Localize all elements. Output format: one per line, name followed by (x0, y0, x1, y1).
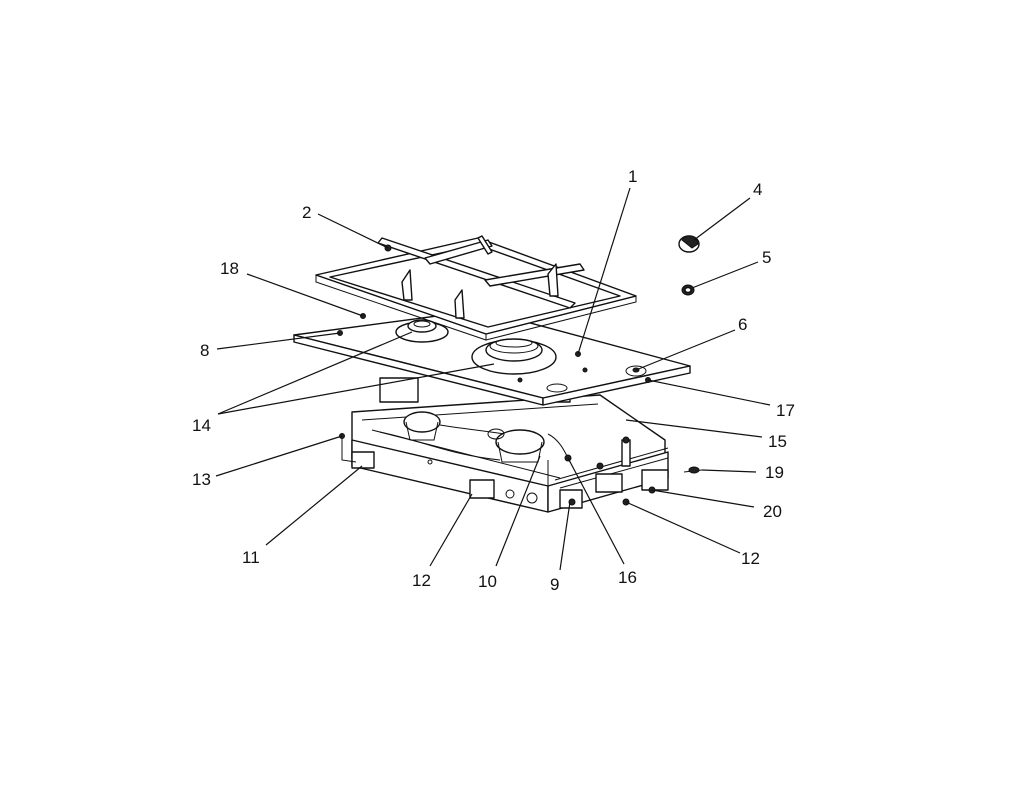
callout-1: 1 (628, 167, 637, 186)
callout-15: 15 (768, 432, 787, 451)
callout-6: 6 (738, 315, 747, 334)
callout-9: 9 (550, 575, 559, 594)
callout-8: 8 (200, 341, 209, 360)
callout-2: 2 (302, 203, 311, 222)
callout-14: 14 (192, 416, 211, 435)
callout-20: 20 (763, 502, 782, 521)
callout-12-left: 12 (412, 571, 431, 590)
knob-spring (681, 284, 695, 296)
callout-labels: 1 2 4 5 6 18 8 17 14 15 13 19 20 12 11 1… (192, 167, 795, 594)
callout-19: 19 (765, 463, 784, 482)
hob-top-plate (293, 309, 691, 406)
callout-13: 13 (192, 470, 211, 489)
callout-17: 17 (776, 401, 795, 420)
base-tray (339, 377, 669, 513)
callout-16: 16 (618, 568, 637, 587)
callout-11: 11 (242, 548, 260, 567)
callout-18: 18 (220, 259, 239, 278)
callout-4: 4 (753, 180, 762, 199)
callout-10: 10 (478, 572, 497, 591)
pan-support-grid (315, 235, 637, 341)
callout-12-right: 12 (741, 549, 760, 568)
leader-lines (215, 187, 771, 571)
callout-5: 5 (762, 248, 771, 267)
screw-19 (683, 466, 703, 474)
